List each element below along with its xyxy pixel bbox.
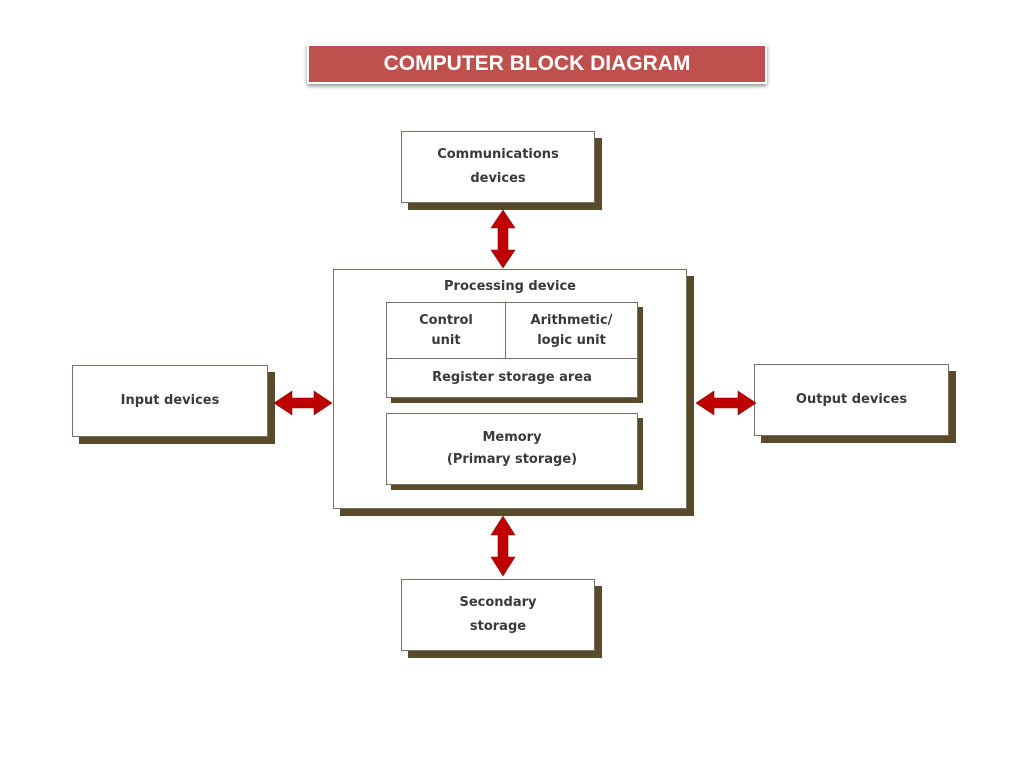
register-storage-cell: Register storage area — [387, 359, 637, 397]
secondary-storage-line2: storage — [469, 619, 527, 634]
memory-line2: (Primary storage) — [446, 452, 578, 467]
double-arrow-input — [273, 390, 333, 416]
communications-devices-block: Communications devices — [401, 131, 595, 203]
output-devices-label: Output devices — [795, 392, 908, 407]
register-storage-label: Register storage area — [432, 370, 592, 385]
diagram-title: COMPUTER BLOCK DIAGRAM — [307, 44, 767, 84]
memory-block: Memory (Primary storage) — [386, 413, 638, 485]
alu-line2: logic unit — [537, 332, 606, 348]
processing-device-label: Processing device — [444, 279, 576, 294]
secondary-storage-block: Secondary storage — [401, 579, 595, 651]
double-arrow-output — [695, 390, 757, 416]
output-devices-block: Output devices — [754, 364, 949, 436]
double-arrow-secondary-storage — [490, 515, 516, 577]
cpu-block: Control unit Arithmetic/ logic unit Regi… — [386, 302, 638, 398]
alu-line1: Arithmetic/ — [530, 312, 613, 328]
communications-line2: devices — [470, 171, 526, 186]
input-devices-label: Input devices — [120, 393, 220, 408]
memory-line1: Memory — [482, 430, 542, 445]
secondary-storage-line1: Secondary — [459, 595, 537, 610]
control-unit-cell: Control unit — [387, 303, 506, 359]
processing-device-block: Processing device Control unit Arithmeti… — [333, 269, 687, 509]
control-unit-line2: unit — [431, 332, 461, 348]
diagram-title-text: COMPUTER BLOCK DIAGRAM — [383, 52, 691, 75]
input-devices-block: Input devices — [72, 365, 268, 437]
alu-cell: Arithmetic/ logic unit — [506, 303, 637, 359]
double-arrow-communications — [490, 209, 516, 269]
communications-line1: Communications — [437, 147, 559, 162]
control-unit-line1: Control — [419, 312, 473, 328]
